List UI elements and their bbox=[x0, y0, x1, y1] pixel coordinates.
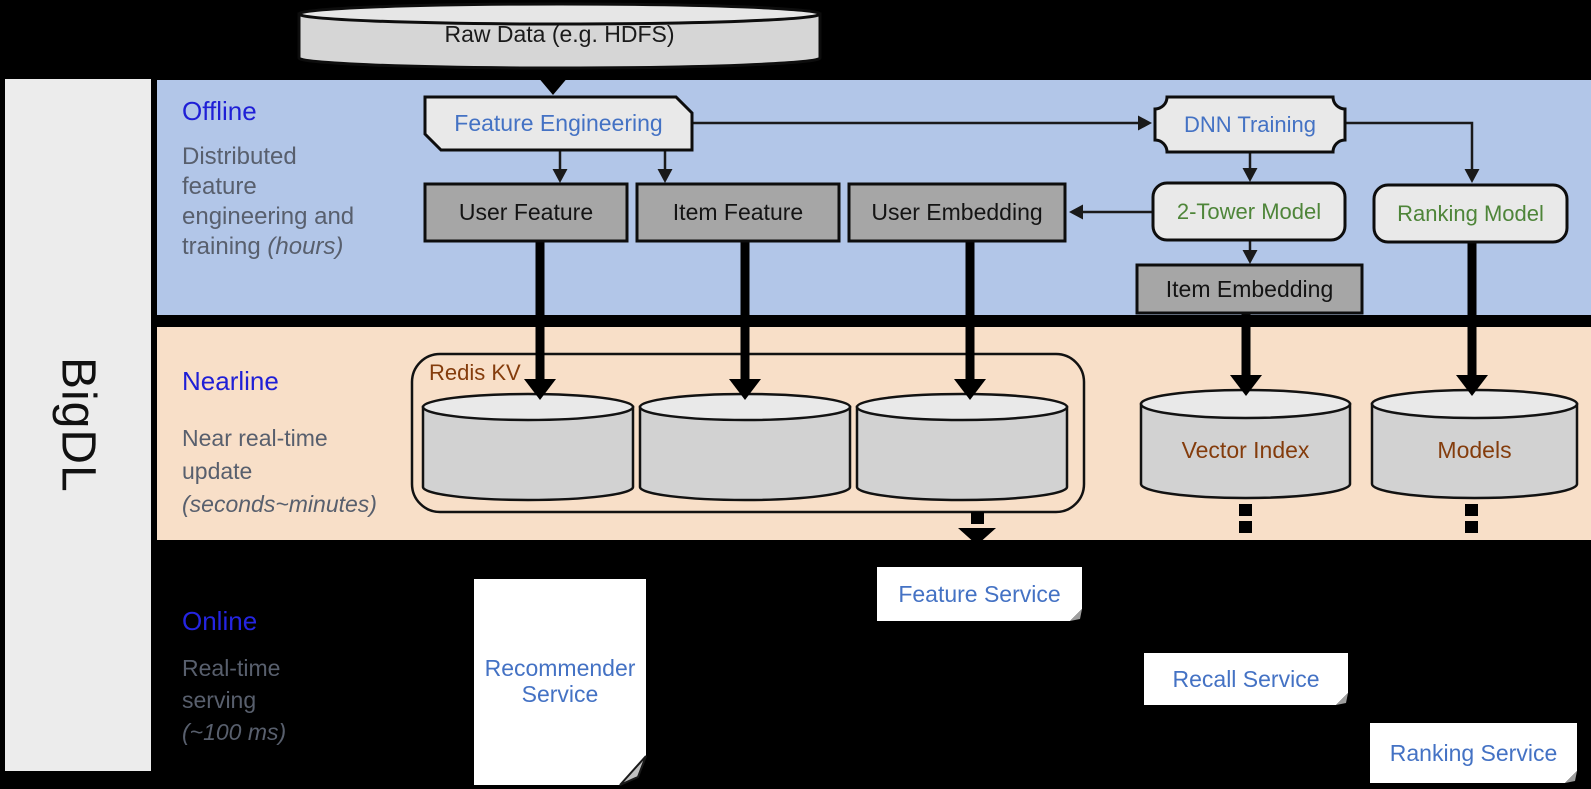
ranking-service-label: Ranking Service bbox=[1389, 739, 1558, 766]
redis-cylinder-3 bbox=[855, 392, 1069, 502]
user-embedding-label: User Embedding bbox=[871, 199, 1043, 226]
models-cylinder bbox=[1370, 388, 1579, 500]
thick-arrowheads bbox=[524, 76, 1488, 400]
nearline-desc-line1: Near real-time bbox=[182, 425, 328, 451]
redis-cylinder-2 bbox=[638, 392, 852, 502]
user-embedding-shape bbox=[847, 182, 1067, 243]
nearline-desc-line3: (seconds~minutes) bbox=[182, 491, 377, 517]
raw-data-label: Raw Data (e.g. HDFS) bbox=[444, 20, 675, 47]
item-embedding-label: Item Embedding bbox=[1165, 275, 1334, 302]
vector-index-label: Vector Index bbox=[1181, 436, 1310, 463]
redis-kv-label: Redis KV bbox=[429, 360, 521, 386]
offline-desc-line2: feature bbox=[182, 173, 257, 200]
feature-engineering-label: Feature Engineering bbox=[454, 110, 663, 137]
ranking-service-box bbox=[1370, 723, 1577, 783]
bigdl-brand-text: BigDL bbox=[51, 357, 105, 493]
online-desc-line3: (~100 ms) bbox=[182, 719, 287, 745]
vector-index-cylinder bbox=[1139, 388, 1352, 500]
feature-engineering-shape bbox=[423, 95, 694, 152]
dnn-training-shape bbox=[1153, 95, 1347, 154]
nearline-title: Nearline bbox=[182, 366, 279, 397]
thin-arrowheads bbox=[552, 115, 1480, 264]
recommender-service-label: Recommender Service bbox=[484, 654, 636, 707]
item-embedding-shape bbox=[1135, 263, 1364, 315]
nearline-description: Near real-time update (seconds~minutes) bbox=[182, 422, 442, 521]
ranking-model-label: Ranking Model bbox=[1397, 200, 1544, 226]
online-desc-line1: Real-time bbox=[182, 655, 281, 681]
item-feature-label: Item Feature bbox=[672, 199, 804, 226]
dnn-training-label: DNN Training bbox=[1183, 111, 1317, 137]
ranking-model-shape bbox=[1372, 183, 1569, 244]
offline-desc-line1: Distributed bbox=[182, 143, 297, 170]
online-desc-line2: serving bbox=[182, 687, 257, 713]
bigdl-sidebar bbox=[5, 79, 151, 771]
offline-title: Offline bbox=[182, 96, 257, 127]
bigdl-brand: BigDL bbox=[5, 79, 151, 771]
redis-cylinder-1 bbox=[421, 392, 635, 502]
offline-desc-line3: engineering and bbox=[182, 203, 355, 230]
offline-description: Distributed feature engineering and trai… bbox=[182, 142, 432, 262]
user-feature-label: User Feature bbox=[458, 199, 594, 226]
item-feature-shape bbox=[635, 182, 841, 243]
two-tower-model-label: 2-Tower Model bbox=[1176, 198, 1322, 224]
feature-service-label: Feature Service bbox=[898, 580, 1061, 607]
offline-desc-line4: training (hours) bbox=[182, 233, 344, 260]
feature-service-box bbox=[877, 567, 1082, 621]
user-feature-shape bbox=[423, 182, 629, 243]
recall-service-box bbox=[1144, 653, 1348, 705]
online-title: Online bbox=[182, 606, 258, 637]
thin-connectors bbox=[558, 121, 1474, 252]
models-label: Models bbox=[1437, 436, 1512, 463]
dashed-drops bbox=[958, 504, 1478, 545]
online-description: Real-time serving (~100 ms) bbox=[182, 652, 432, 748]
recommender-service-doc bbox=[474, 579, 647, 786]
two-tower-model-shape bbox=[1151, 181, 1347, 242]
recall-service-label: Recall Service bbox=[1172, 665, 1320, 692]
raw-data-cylinder bbox=[297, 2, 822, 70]
nearline-desc-line2: update bbox=[182, 458, 253, 484]
